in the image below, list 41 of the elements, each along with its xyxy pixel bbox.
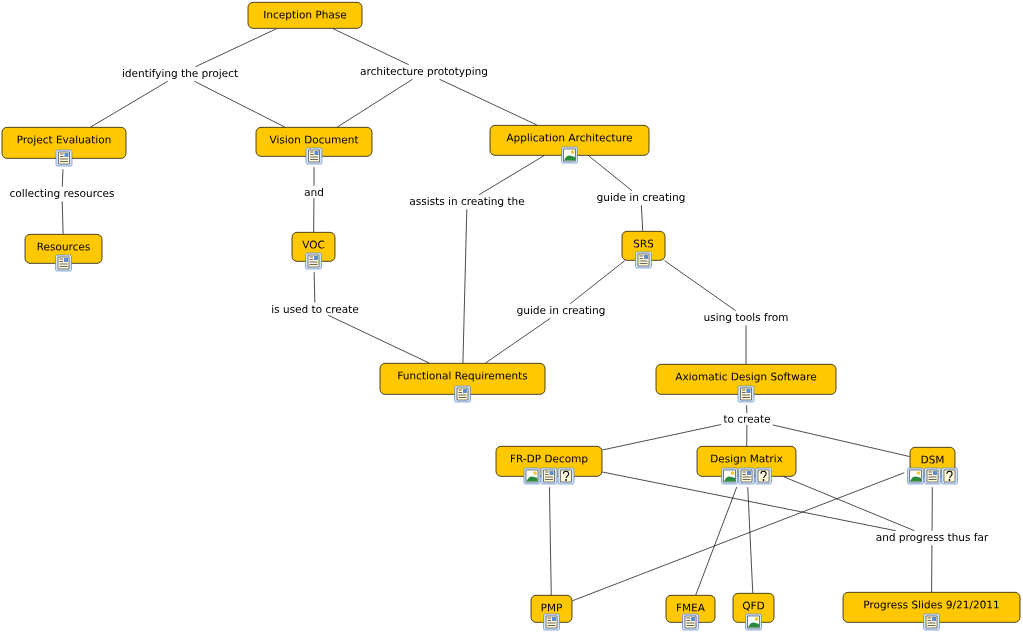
connector-line — [747, 486, 754, 594]
connector-line — [462, 208, 468, 364]
connector-line — [485, 317, 551, 364]
connector-line — [549, 486, 552, 596]
connector-line — [569, 260, 626, 305]
connector-line — [746, 404, 748, 414]
connector-line — [664, 260, 736, 312]
connector-line — [313, 166, 315, 187]
connector-line — [641, 204, 644, 232]
connector-line — [602, 471, 896, 532]
concept-box: Application Architecture — [489, 125, 650, 156]
concept-box: Axiomatic Design Software — [655, 364, 837, 395]
connector-line — [61, 168, 64, 188]
connector-line — [746, 424, 748, 447]
connector-line — [332, 28, 410, 66]
connector-line — [337, 78, 413, 128]
connector-line — [478, 155, 545, 196]
connector-line — [783, 476, 915, 532]
concept-box: Resources — [24, 234, 103, 264]
concept-box: Inception Phase — [247, 2, 363, 29]
connector-line — [439, 78, 538, 126]
connector-line — [588, 155, 633, 192]
connector-line — [313, 197, 315, 233]
connector-line — [313, 271, 316, 304]
connector-line — [194, 80, 286, 128]
connector-line — [90, 80, 169, 128]
connector-line — [61, 200, 64, 235]
concept-box: Vision Document — [255, 127, 373, 157]
connector-line — [772, 424, 910, 457]
connector-line — [195, 28, 277, 68]
connector-line — [695, 486, 738, 596]
concept-box: Functional Requirements — [379, 363, 546, 395]
connector-line — [602, 424, 722, 451]
linking-phrase: to create — [721, 413, 773, 425]
connector-line — [931, 486, 933, 532]
concept-box: Project Evaluation — [1, 127, 127, 159]
concept-box: Progress Slides 9/21/2011 — [842, 592, 1021, 623]
connector-line — [931, 544, 933, 593]
connector-line — [327, 314, 430, 364]
connector-line — [745, 324, 747, 365]
connector-line — [572, 472, 905, 602]
